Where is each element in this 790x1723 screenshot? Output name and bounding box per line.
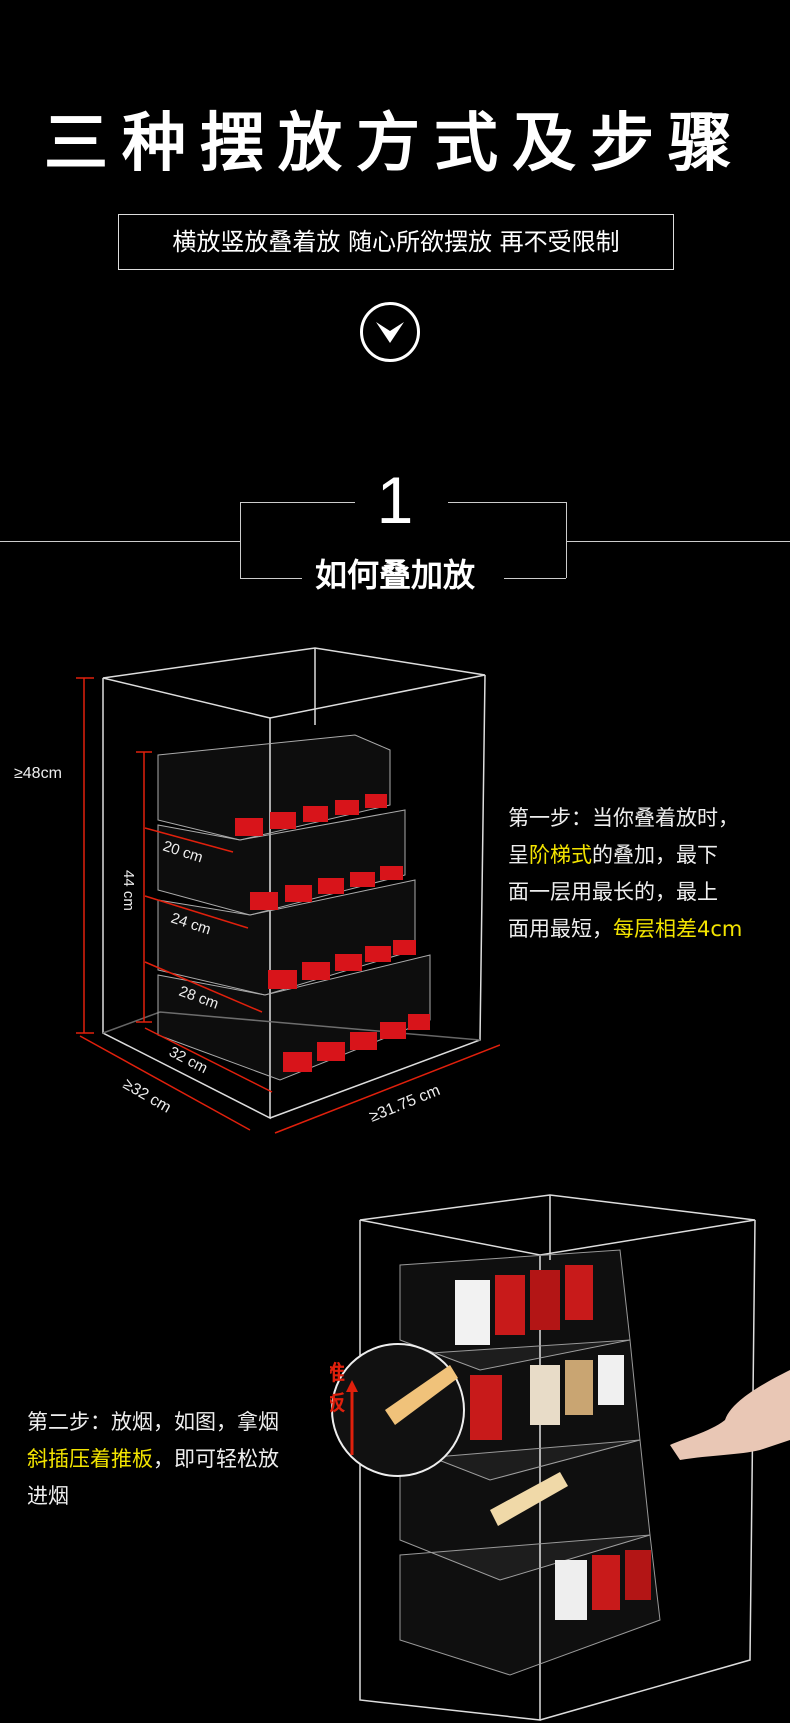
step1-highlight: 阶梯式	[529, 843, 592, 867]
step2-highlight: 斜插压着推板	[27, 1447, 153, 1471]
cabinet-dimension-diagram: ≥48cm 44 cm 20 cm 24 cm 28 cm 32 cm ≥32 …	[14, 647, 500, 1134]
price-tags	[235, 794, 430, 1072]
dim-height-inner: 44 cm	[120, 870, 137, 911]
frame-bottom-right	[504, 578, 566, 579]
dim-height-outer: ≥48cm	[14, 765, 62, 782]
step1-text-part: 的叠加，最下	[592, 843, 718, 867]
cabinet-loading-photo: 推板	[330, 1194, 790, 1721]
section-number: 1	[376, 463, 414, 537]
push-plate-label: 推板	[330, 1362, 346, 1415]
frame-bottom-left	[240, 578, 302, 579]
step2-line3: 进烟	[27, 1484, 69, 1508]
frame-top-right	[448, 502, 566, 503]
step1-text: 第一步：当你叠着放时， 呈阶梯式的叠加，最下 面一层用最长的，最上 面用最短，每…	[508, 800, 788, 948]
step2-line1: 第二步：放烟，如图，拿烟	[27, 1410, 279, 1434]
chevron-down-circle-icon	[360, 302, 420, 362]
divider-left	[0, 541, 240, 542]
step1-text-part: 呈	[508, 843, 529, 867]
dimension-lines	[76, 677, 500, 1134]
subtitle-box: 横放竖放叠着放 随心所欲摆放 再不受限制	[118, 214, 674, 270]
acrylic-case	[102, 647, 486, 1120]
frame-top-left	[240, 502, 355, 503]
hand	[670, 1370, 790, 1460]
step2-line2: 斜插压着推板，即可轻松放	[27, 1441, 317, 1478]
step1-line4: 面用最短，每层相差4cm	[508, 911, 788, 948]
cigarette-packs	[455, 1265, 651, 1620]
frame-right	[566, 502, 567, 578]
step2-text: 第二步：放烟，如图，拿烟 斜插压着推板，即可轻松放 进烟	[27, 1404, 317, 1515]
push-plate-callout	[331, 1343, 465, 1477]
divider-right	[566, 541, 790, 542]
dim-depth: ≥32 cm	[120, 1076, 174, 1117]
step1-line3: 面一层用最长的，最上	[508, 880, 718, 904]
section-heading: 如何叠加放	[314, 556, 475, 594]
step1-line1: 第一步：当你叠着放时，	[508, 806, 739, 830]
step1-text-part: 面用最短，	[508, 917, 613, 941]
step1-line2: 呈阶梯式的叠加，最下	[508, 837, 788, 874]
frame-left	[240, 502, 241, 578]
dim-width: ≥31.75 cm	[367, 1082, 443, 1126]
step1-highlight: 每层相差4cm	[613, 917, 743, 941]
page-title: 三种摆放方式及步骤	[44, 107, 746, 181]
step2-text-part: ，即可轻松放	[153, 1447, 279, 1471]
